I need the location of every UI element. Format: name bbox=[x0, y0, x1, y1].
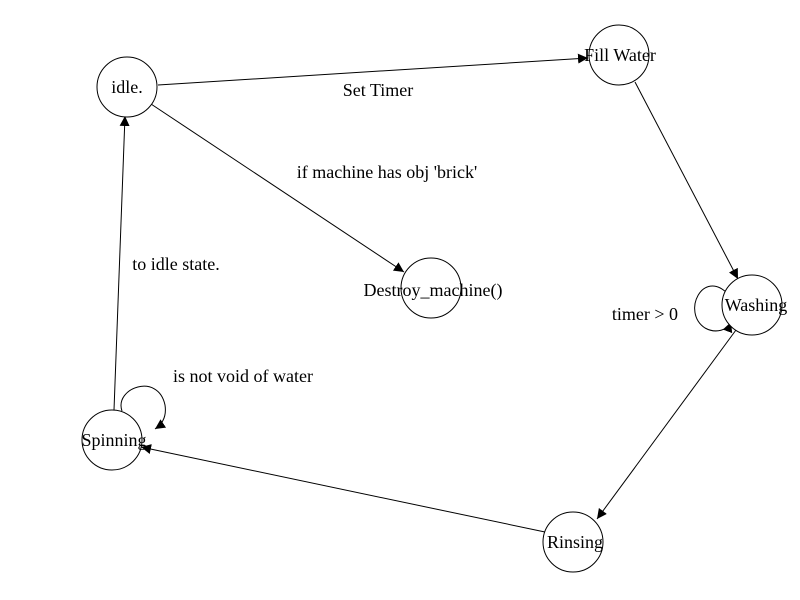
node-spinning-label: Spinning bbox=[81, 430, 146, 450]
edge-washing-self-loop bbox=[694, 285, 733, 334]
node-rinsing-label: Rinsing bbox=[547, 532, 603, 552]
edge-label-to-idle: to idle state. bbox=[132, 254, 219, 274]
node-fill-water-circle bbox=[588, 24, 650, 86]
node-spinning-circle bbox=[81, 409, 143, 471]
node-washing-label: Washing bbox=[725, 295, 788, 315]
edge-label-brick-condition: if machine has obj 'brick' bbox=[297, 162, 477, 182]
node-destroy-machine-circle bbox=[400, 257, 462, 319]
edge-label-water-condition: is not void of water bbox=[173, 366, 313, 386]
node-idle-circle bbox=[96, 56, 158, 118]
edge-rinsing-to-spinning bbox=[140, 444, 546, 533]
edge-idle-to-fill-water bbox=[157, 53, 589, 86]
edge-label-set-timer: Set Timer bbox=[343, 80, 414, 100]
edge-fill-water-to-washing bbox=[634, 81, 739, 280]
node-washing-circle bbox=[721, 274, 783, 336]
edge-idle-to-destroy-machine bbox=[150, 103, 405, 273]
node-destroy-machine-label: Destroy_machine() bbox=[364, 280, 503, 301]
edge-washing-to-rinsing bbox=[596, 329, 737, 520]
edge-label-timer-condition: timer > 0 bbox=[612, 304, 678, 324]
node-idle-label: idle. bbox=[111, 77, 143, 97]
node-rinsing-circle bbox=[542, 511, 604, 573]
edge-spinning-self-loop bbox=[120, 385, 167, 430]
node-fill-water-label: Fill Water bbox=[584, 45, 656, 65]
edge-spinning-to-idle bbox=[113, 115, 130, 411]
